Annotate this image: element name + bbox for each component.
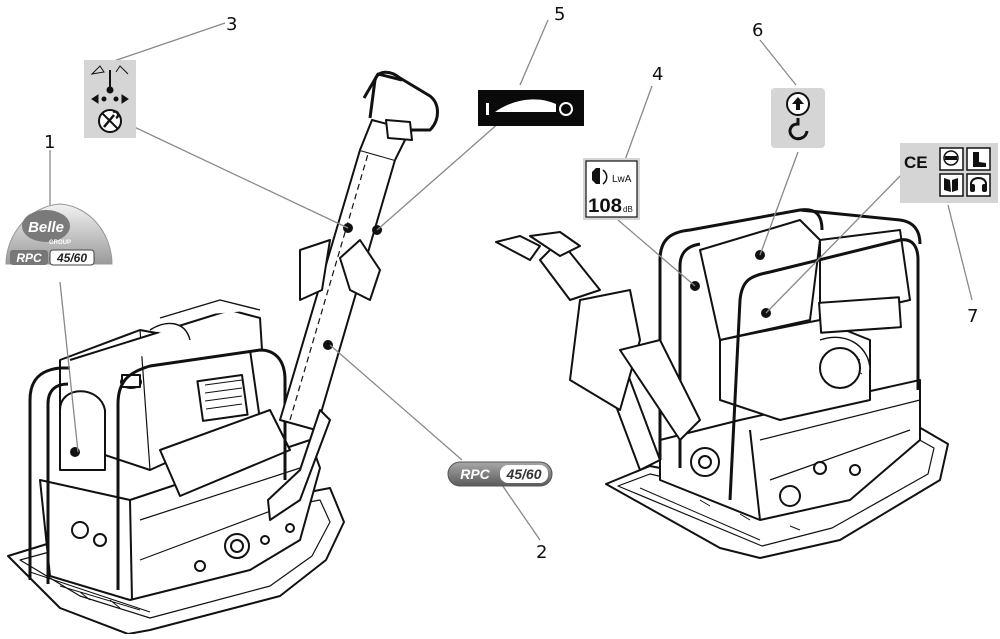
leader-6-top (759, 39, 797, 86)
noise-value: 108 (588, 196, 622, 217)
logo-badge (22, 210, 70, 242)
callout-7: 7 (967, 306, 978, 327)
leader-6 (759, 151, 799, 256)
logo-model-number: 45/60 (56, 251, 87, 265)
leader-lines (49, 19, 973, 541)
callout-1: 1 (44, 132, 55, 153)
lift-point-icon (786, 92, 810, 141)
model-plate-prefix: RPC (460, 466, 490, 482)
noise-lwa-label: LwA (612, 174, 632, 185)
no-spanner-icon (98, 109, 122, 133)
safety-boots-icon (966, 147, 991, 171)
eye-protection-icon (939, 147, 964, 171)
model-plate-number-bg (500, 465, 548, 483)
logo-model-prefix: RPC (16, 251, 42, 265)
throttle-icon (486, 99, 573, 116)
logo-model-prefix-bg (10, 250, 48, 265)
leader-4-top (624, 85, 653, 161)
callout-2: 2 (536, 542, 547, 563)
logo-decal: Belle GROUP RPC 45/60 (5, 203, 113, 266)
leader-4 (617, 219, 696, 287)
callout-4: 4 (652, 64, 663, 85)
sound-power-icon (592, 168, 608, 185)
noise-unit: dB (623, 205, 633, 214)
leader-5 (376, 121, 501, 231)
callout-5: 5 (554, 4, 565, 25)
leader-7-to-number (947, 204, 973, 301)
noise-level-decal: LwA 108 dB (583, 158, 640, 220)
ce-mark: CE (904, 153, 928, 172)
lift-point-decal (771, 88, 825, 148)
leader-7 (765, 169, 907, 314)
right-compactor (495, 208, 949, 559)
callout-3: 3 (226, 14, 237, 35)
left-compactor (7, 70, 439, 635)
logo-brand: Belle (28, 219, 64, 236)
leader-5-top (519, 19, 549, 86)
leader-2-to-number (499, 481, 541, 541)
leader-3-to-number (107, 22, 226, 64)
controls-direction-icon (90, 65, 129, 104)
throttle-decal (478, 90, 584, 126)
model-plate-decal: RPC 45/60 (447, 461, 553, 487)
ear-protection-icon (966, 173, 991, 197)
logo-group: GROUP (49, 240, 71, 246)
leader-2 (329, 344, 463, 461)
callout-6: 6 (752, 20, 763, 41)
leader-3 (129, 124, 349, 229)
model-plate-number: 45/60 (505, 466, 541, 482)
logo-model-number-bg (49, 249, 95, 266)
controls-decal (84, 60, 136, 138)
callout-numbers: 1 2 3 4 5 6 7 (44, 4, 978, 563)
ppe-decal: CE (900, 143, 998, 203)
leader-1-to-machine (59, 281, 79, 453)
read-manual-icon (939, 173, 964, 197)
